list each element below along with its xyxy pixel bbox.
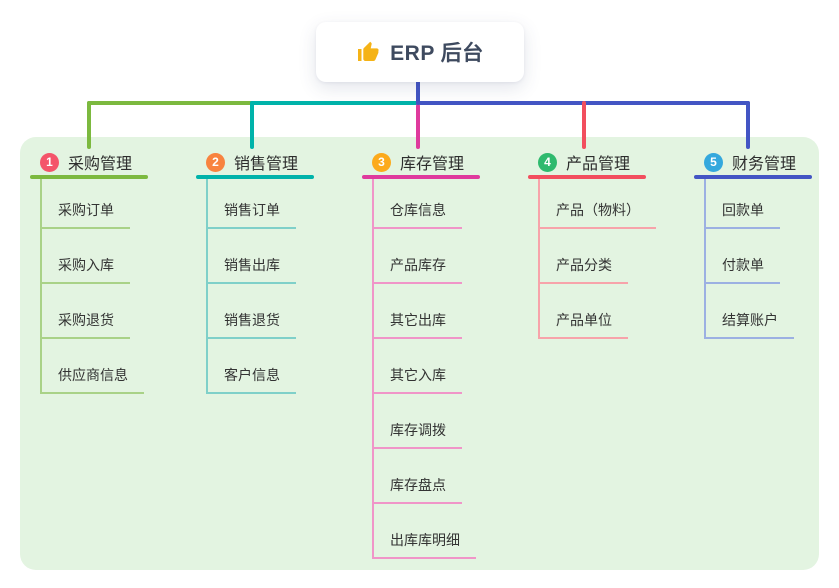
branch-4-spine	[538, 179, 540, 339]
connector-branch-2	[250, 101, 420, 105]
branch-2-badge: 2	[206, 152, 225, 172]
connector-drop-5	[746, 101, 750, 149]
child-node[interactable]: 结算账户	[704, 307, 794, 339]
branch-2-label: 销售管理	[234, 156, 299, 173]
branch-node-finance[interactable]: 5 财务管理	[704, 149, 796, 175]
child-node[interactable]: 回款单	[704, 197, 780, 229]
child-node[interactable]: 产品单位	[538, 307, 628, 339]
connector-drop-3	[416, 104, 420, 149]
child-node[interactable]: 销售退货	[206, 307, 296, 339]
child-node[interactable]: 客户信息	[206, 362, 296, 394]
root-node[interactable]: ERP 后台	[316, 22, 524, 82]
branch-4-underline	[528, 175, 646, 179]
branch-3-badge: 3	[372, 152, 391, 172]
branch-1-underline	[30, 175, 148, 179]
branch-node-product[interactable]: 4 产品管理	[538, 149, 630, 175]
child-node[interactable]: 库存调拨	[372, 417, 462, 449]
child-node[interactable]: 采购入库	[40, 252, 130, 284]
root-stem-connector	[416, 80, 420, 105]
child-node[interactable]: 仓库信息	[372, 197, 462, 229]
branch-1-spine	[40, 179, 42, 394]
branch-3-underline	[362, 175, 480, 179]
child-node[interactable]: 其它出库	[372, 307, 462, 339]
branch-1-label: 采购管理	[68, 156, 133, 173]
child-node[interactable]: 供应商信息	[40, 362, 144, 394]
branch-3-label: 库存管理	[400, 156, 465, 173]
connector-drop-1	[87, 101, 91, 149]
connector-drop-2	[250, 101, 254, 149]
branch-2-underline	[196, 175, 314, 179]
branch-5-spine	[704, 179, 706, 339]
child-node[interactable]: 销售订单	[206, 197, 296, 229]
child-node[interactable]: 销售出库	[206, 252, 296, 284]
branch-5-label: 财务管理	[732, 156, 797, 173]
child-node[interactable]: 库存盘点	[372, 472, 462, 504]
child-node[interactable]: 采购订单	[40, 197, 130, 229]
branch-node-inventory[interactable]: 3 库存管理	[372, 149, 464, 175]
branch-1-badge: 1	[40, 152, 59, 172]
branch-node-sales[interactable]: 2 销售管理	[206, 149, 298, 175]
branch-4-label: 产品管理	[566, 156, 631, 173]
child-node[interactable]: 付款单	[704, 252, 780, 284]
branches-panel	[20, 137, 819, 570]
child-node[interactable]: 产品分类	[538, 252, 628, 284]
child-node[interactable]: 产品库存	[372, 252, 462, 284]
child-node[interactable]: 采购退货	[40, 307, 130, 339]
branch-4-badge: 4	[538, 152, 557, 172]
connector-drop-4	[582, 101, 586, 149]
root-label: ERP 后台	[390, 42, 484, 65]
branch-node-purchase[interactable]: 1 采购管理	[40, 149, 132, 175]
branch-5-underline	[694, 175, 812, 179]
child-node[interactable]: 其它入库	[372, 362, 462, 394]
child-node[interactable]: 出库库明细	[372, 527, 476, 559]
branch-5-badge: 5	[704, 152, 723, 172]
thumbs-up-icon	[358, 41, 379, 61]
branch-3-spine	[372, 179, 374, 559]
child-node[interactable]: 产品（物料）	[538, 197, 656, 229]
branch-2-spine	[206, 179, 208, 394]
